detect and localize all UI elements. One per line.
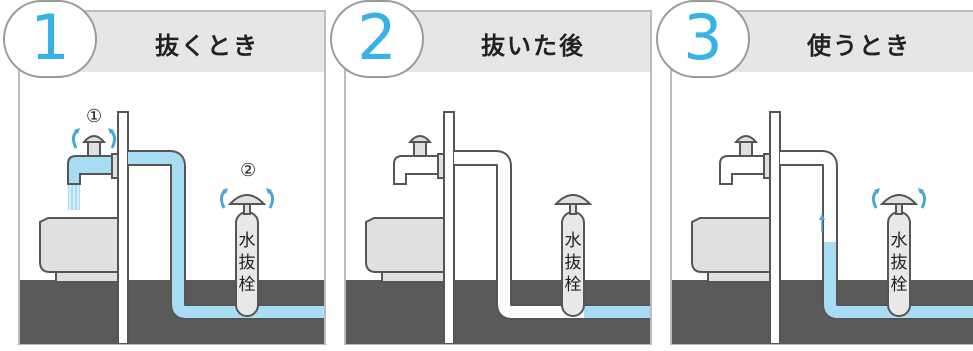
faucet-handle — [407, 135, 433, 143]
valve-label-1: 水 — [239, 231, 256, 251]
valve-label-3: 栓 — [891, 275, 908, 295]
step-number: 1 — [30, 1, 70, 74]
faucet — [393, 155, 441, 185]
panel-title: 使うとき — [807, 32, 911, 60]
wall-pole — [117, 111, 129, 344]
step-badge-3: 3 — [656, 0, 750, 78]
faucet-handle — [81, 135, 107, 143]
step-number: 2 — [357, 1, 397, 74]
step-label-2: ② — [240, 160, 256, 181]
valve-handle — [227, 194, 267, 205]
valve-label-2: 抜 — [239, 253, 256, 273]
valve-label-3: 栓 — [239, 275, 256, 295]
panel-title: 抜くとき — [155, 32, 259, 60]
wall-pole — [769, 111, 781, 344]
faucet — [67, 155, 115, 185]
faucet-handle — [733, 135, 759, 143]
valve-label-1: 水 — [565, 231, 582, 251]
step-number: 3 — [683, 1, 723, 74]
step-label-1: ① — [86, 106, 102, 127]
valve-label-1: 水 — [891, 231, 908, 251]
panel-title: 抜いた後 — [481, 32, 585, 60]
sink — [365, 217, 447, 273]
faucet — [719, 155, 767, 185]
valve-label-2: 抜 — [565, 253, 582, 273]
step-badge-2: 2 — [330, 0, 424, 78]
step-badge-1: 1 — [3, 0, 97, 78]
sink — [691, 217, 773, 273]
scene-removing: 水 抜 栓 ① ② — [20, 106, 324, 344]
wall-pole — [443, 111, 455, 344]
scene-after-draining: 水 抜 栓 — [346, 111, 650, 344]
water-rising — [824, 242, 973, 318]
valve-label-2: 抜 — [891, 253, 908, 273]
sink — [39, 217, 121, 273]
valve-handle — [553, 194, 593, 205]
scene-using: 水 抜 栓 — [672, 111, 973, 344]
valve-label-3: 栓 — [565, 275, 582, 295]
valve-handle — [879, 194, 919, 205]
